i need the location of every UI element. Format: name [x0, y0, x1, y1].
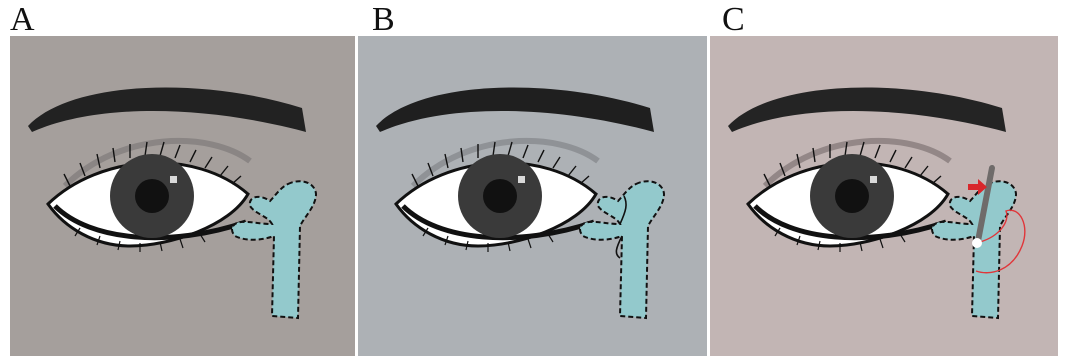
- iris-highlight: [518, 176, 525, 183]
- pupil: [835, 179, 869, 213]
- panel-label-a: A: [10, 2, 35, 38]
- iris-highlight: [870, 176, 877, 183]
- pupil: [483, 179, 517, 213]
- pupil: [135, 179, 169, 213]
- panel-label-b: B: [372, 2, 395, 38]
- panel-c: [710, 36, 1058, 356]
- eye-diagram-c: [710, 36, 1058, 356]
- panel-label-c: C: [722, 2, 745, 38]
- eye-diagram-b: [358, 36, 707, 356]
- eye-diagram-a: [10, 36, 355, 356]
- eyebrow-icon: [376, 87, 654, 132]
- probe-tip: [972, 238, 982, 248]
- iris-highlight: [170, 176, 177, 183]
- panel-a: [10, 36, 355, 356]
- eyebrow-icon: [728, 87, 1006, 132]
- panel-b: [358, 36, 707, 356]
- eyebrow-icon: [28, 87, 306, 132]
